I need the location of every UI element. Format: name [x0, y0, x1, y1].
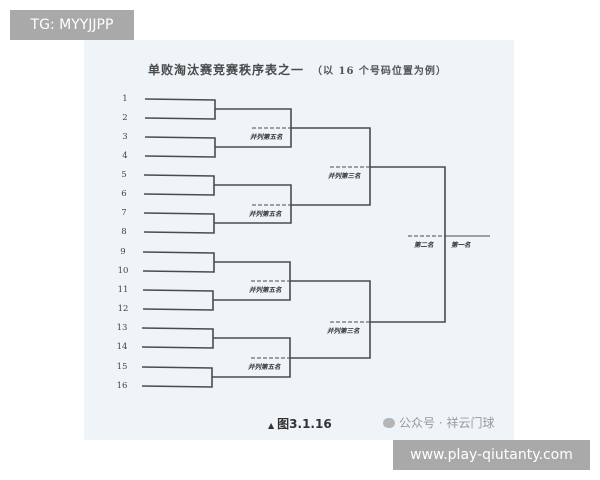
seed-number: 2: [122, 113, 128, 123]
seed-number: 5: [121, 170, 127, 180]
semifinal-label: 并列第三名: [327, 327, 360, 335]
figure-panel: [84, 40, 514, 440]
source-credit: 公众号 · 祥云门球: [383, 414, 494, 431]
figure-title: 单败淘汰赛竞赛秩序表之一 （以 16 个号码位置为例）: [148, 61, 447, 78]
winner-label: 第一名: [451, 241, 471, 249]
seed-number: 7: [121, 208, 127, 218]
seed-number: 12: [117, 304, 129, 314]
watermark-top: TG: MYYJJPP: [10, 10, 134, 40]
caption-text: 图3.1.16: [277, 417, 332, 431]
seed-number: 6: [121, 189, 127, 199]
seed-number: 13: [116, 323, 128, 333]
triangle-up-icon: ▲: [268, 421, 275, 430]
seed-number: 15: [116, 362, 128, 372]
seed-number: 3: [122, 132, 128, 142]
runner-up-label: 第二名: [414, 241, 434, 249]
seed-number: 1: [122, 94, 128, 104]
seed-number: 9: [120, 247, 126, 257]
watermark-bottom: www.play-qiutanty.com: [393, 440, 590, 470]
quarterfinal-label: 并列第五名: [248, 363, 281, 371]
quarterfinal-label: 并列第五名: [250, 133, 283, 141]
seed-number: 4: [122, 151, 128, 161]
source-text: 公众号 · 祥云门球: [399, 416, 495, 430]
wechat-icon: [383, 418, 395, 428]
figure-caption: ▲图3.1.16: [268, 415, 332, 432]
title-subtitle: （以 16 个号码位置为例）: [312, 66, 447, 77]
seed-number: 8: [121, 227, 127, 237]
quarterfinal-label: 并列第五名: [249, 210, 282, 218]
seed-number: 14: [116, 342, 128, 352]
quarterfinal-label: 并列第五名: [249, 286, 282, 294]
seed-number: 11: [117, 285, 129, 295]
semifinal-label: 并列第三名: [328, 172, 361, 180]
seed-number: 16: [116, 381, 128, 391]
title-text: 单败淘汰赛竞赛秩序表之一: [148, 63, 305, 77]
seed-number: 10: [117, 266, 129, 276]
